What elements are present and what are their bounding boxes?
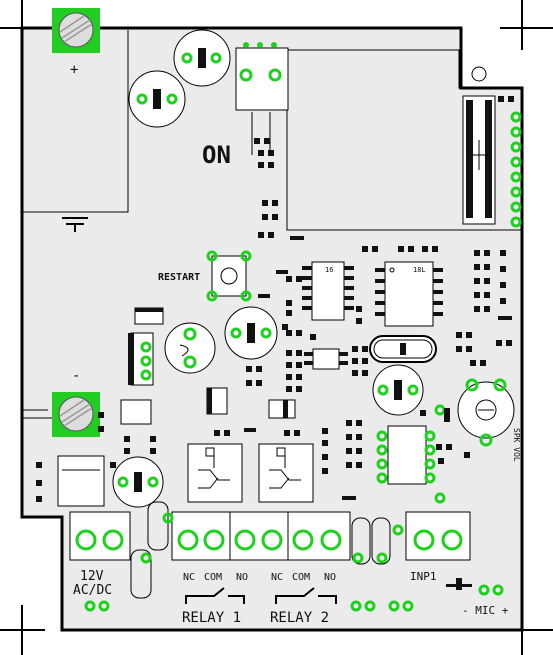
relay1-label: RELAY 1 [182,610,241,626]
voltage-regulator [128,332,154,386]
diode [134,307,164,325]
relay2-no-label: NO [324,572,336,583]
relay2-contact-symbol [275,587,337,604]
header-pins-right [510,111,522,228]
restart-label: RESTART [158,272,200,283]
sim-connector [462,95,496,225]
power-pad-positive [52,8,100,53]
terminal-block-input [405,511,471,561]
relay-1 [187,443,243,503]
voltage-label: 12V [80,569,104,584]
input-label: INP1 [410,570,437,583]
electrolytic-capacitor [128,70,186,128]
smd-pads [36,96,514,590]
terminal-block-relay2 [287,511,351,561]
speaker-volume-pot [457,378,515,447]
bridge-rectifier [57,455,105,507]
relay1-com-label: COM [204,572,222,583]
mic-label: - MIC + [462,604,509,617]
ic-mark-18l: 18L [413,266,426,274]
ic-gsm-chip [375,261,443,327]
on-label: ON [202,141,231,169]
power-pad-negative [52,392,100,437]
relay-2 [258,443,314,503]
terminal-block-relay1 [171,511,289,561]
diode [268,399,296,419]
acdc-label: AC/DC [73,583,112,598]
electrolytic-capacitor [173,29,231,87]
minus-label: - [72,368,80,384]
electrolytic-capacitor [224,306,278,360]
ic-dip-8 [376,425,436,485]
mount-hole [471,66,487,82]
relay2-label: RELAY 2 [270,610,329,626]
relay1-nc-label: NC [183,572,195,583]
terminal-block-power [69,511,131,561]
plus-label: + [70,62,78,78]
relay1-no-label: NO [236,572,248,583]
power-jack [235,42,289,155]
ic-mark-16: 16 [325,266,333,274]
spk-vol-label: SPK VOL [512,428,521,462]
capacitor-symbol [62,217,88,232]
restart-button [206,250,252,302]
relay2-nc-label: NC [271,572,283,583]
crystal-oscillator [369,335,437,363]
transistor [120,399,152,425]
ic-small [304,348,348,370]
relay1-contact-symbol [185,587,245,604]
relay2-com-label: COM [292,572,310,583]
electrolytic-capacitor [112,456,164,508]
gsm-module-outline [286,49,523,231]
ic-soic-16 [302,261,354,321]
electrolytic-capacitor [372,364,424,416]
electrolytic-capacitor [164,322,216,374]
diode [206,387,228,415]
resistor [130,501,391,599]
